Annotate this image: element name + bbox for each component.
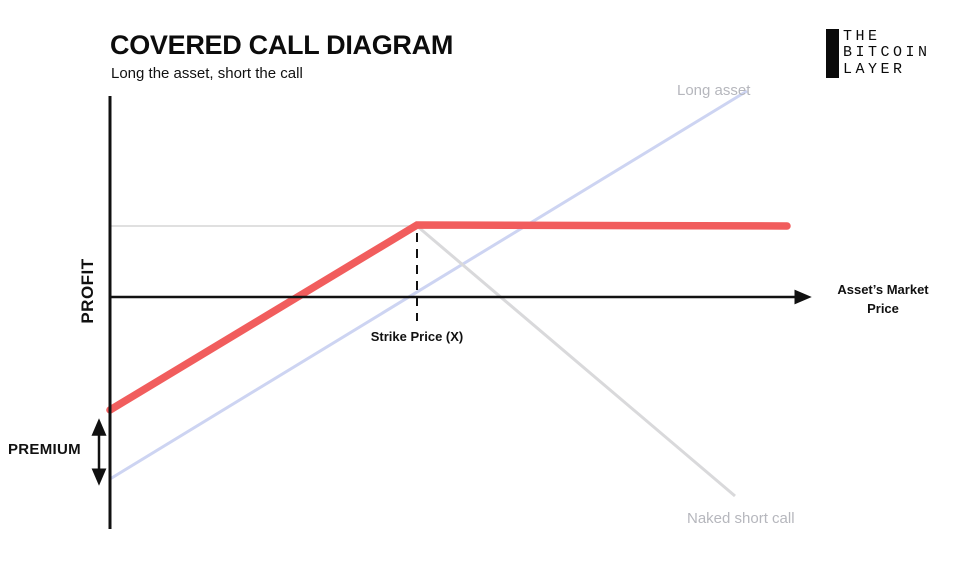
page-title: COVERED CALL DIAGRAM — [110, 30, 454, 60]
y-axis-label: PROFIT — [78, 258, 97, 324]
logo-bar-icon — [826, 29, 839, 78]
page-subtitle: Long the asset, short the call — [111, 65, 303, 82]
logo-line-layer: LAYER — [843, 60, 906, 78]
x-axis-label: Asset’s Market Price — [837, 282, 929, 316]
logo-line-the: THE — [843, 28, 881, 45]
logo-text: THE BITCOIN LAYER — [843, 28, 931, 78]
logo-line-bitcoin: BITCOIN — [843, 44, 931, 62]
premium-label: PREMIUM — [8, 441, 81, 458]
series-long-asset — [109, 89, 748, 481]
brand-logo: THE BITCOIN LAYER — [826, 28, 931, 78]
naked-short-call-series-label: Naked short call — [687, 510, 795, 527]
long-asset-series-label: Long asset — [677, 82, 751, 99]
series-naked-short-call — [416, 224, 736, 498]
strike-price-label: Strike Price (X) — [370, 329, 464, 344]
series-covered-call — [106, 221, 791, 414]
